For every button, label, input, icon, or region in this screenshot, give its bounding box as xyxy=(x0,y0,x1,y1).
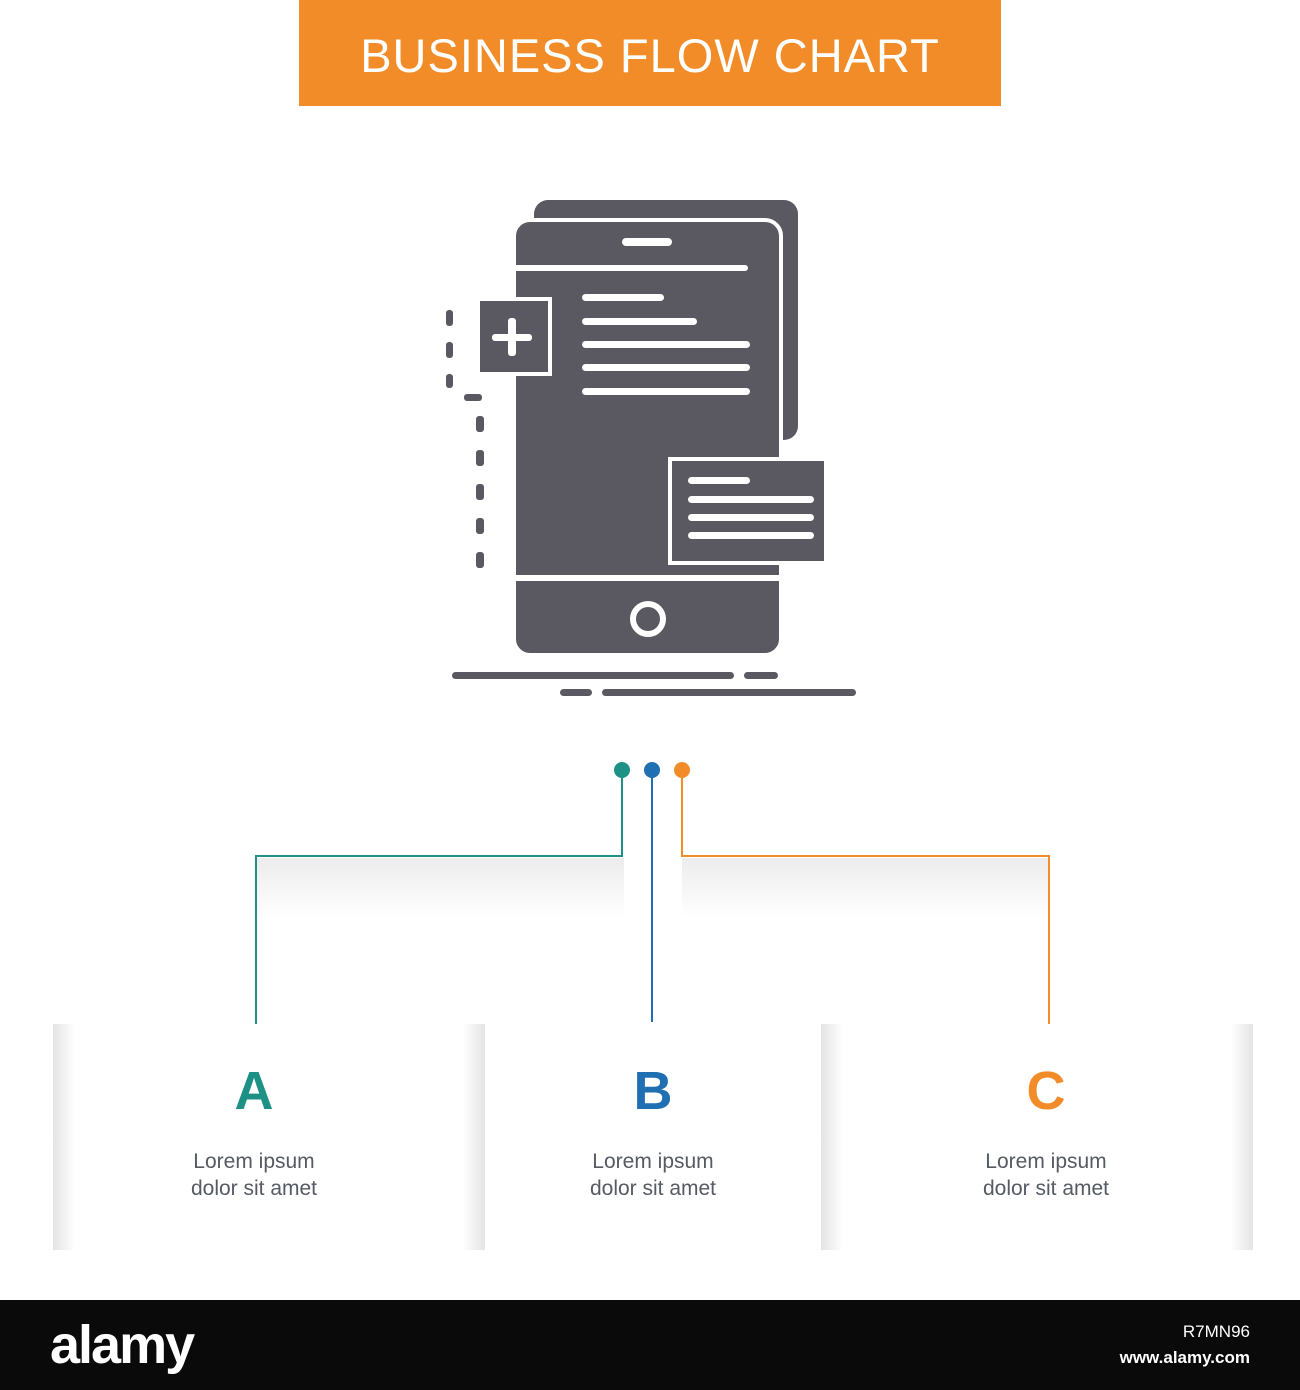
title-banner: BUSINESS FLOW CHART xyxy=(299,0,1001,106)
footer-url: www.alamy.com xyxy=(1119,1348,1250,1367)
step-card-a: A Lorem ipsum dolor sit amet xyxy=(53,1024,485,1250)
dot-b xyxy=(644,762,660,778)
step-letter-c: C xyxy=(1026,1061,1066,1121)
connector-band-right xyxy=(682,858,1050,918)
dot-a xyxy=(614,762,630,778)
step-text-a-line2: dolor sit amet xyxy=(190,1177,318,1200)
step-card-b: B Lorem ipsum dolor sit amet xyxy=(485,1024,821,1250)
mobile-frontend-icon xyxy=(446,200,856,696)
card-shadow xyxy=(1231,1024,1253,1250)
step-text-c-line2: dolor sit amet xyxy=(982,1177,1110,1200)
step-text-b-line2: dolor sit amet xyxy=(589,1177,717,1200)
step-text-b: Lorem ipsum dolor sit amet xyxy=(485,1148,821,1202)
page-title: BUSINESS FLOW CHART xyxy=(360,28,940,82)
card-shadow xyxy=(53,1024,75,1250)
step-text-b-line1: Lorem ipsum xyxy=(592,1150,714,1173)
step-text-c-line1: Lorem ipsum xyxy=(985,1150,1107,1173)
step-card-c: C Lorem ipsum dolor sit amet xyxy=(821,1024,1253,1250)
footer-bar: alamy R7MN96 www.alamy.com xyxy=(0,1300,1300,1390)
step-text-a-line1: Lorem ipsum xyxy=(193,1150,315,1173)
dot-c xyxy=(674,762,690,778)
image-id: R7MN96 xyxy=(1182,1322,1250,1341)
step-letter-b: B xyxy=(633,1061,673,1121)
card-shadow xyxy=(821,1024,843,1250)
card-shadow xyxy=(463,1024,485,1250)
connector-band-left xyxy=(256,858,624,918)
step-text-a: Lorem ipsum dolor sit amet xyxy=(23,1148,485,1202)
alamy-logo: alamy xyxy=(50,1315,195,1375)
step-text-c: Lorem ipsum dolor sit amet xyxy=(821,1148,1271,1202)
step-letter-a: A xyxy=(234,1061,274,1121)
